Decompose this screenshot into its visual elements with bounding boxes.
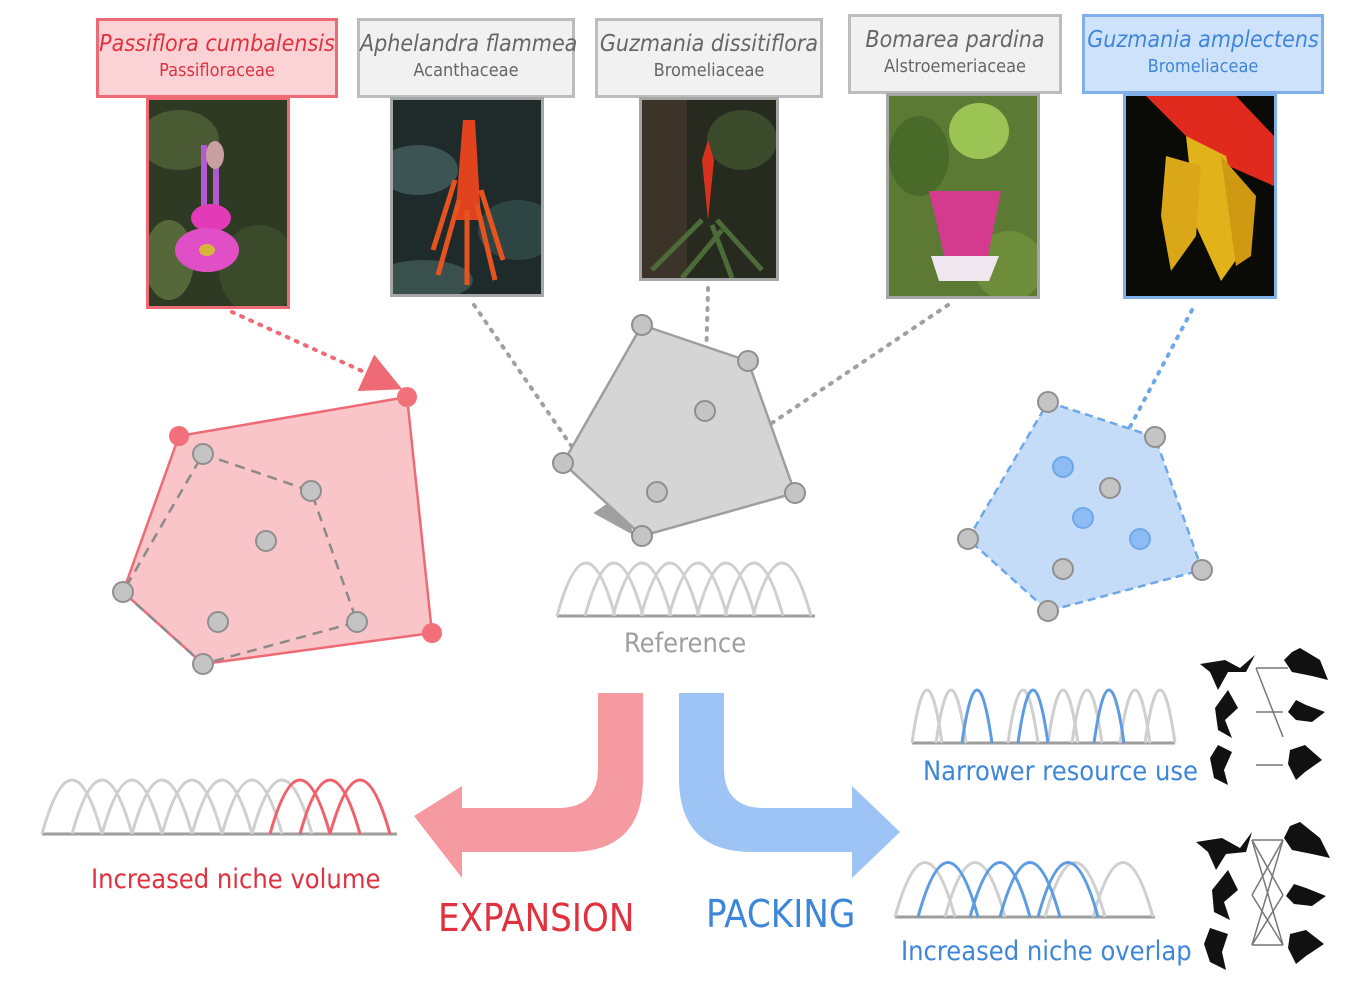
species-name: Aphelandra flammea (360, 31, 578, 57)
flower-photo-passiflora (146, 97, 290, 309)
species-family: Acanthaceae (413, 60, 519, 81)
species-family: Alstroemeriaceae (883, 56, 1027, 77)
packing-arrow (679, 693, 900, 878)
packing-niche-hull (957, 391, 1213, 622)
species-card-passiflora: Passiflora cumbalensis Passifloraceae (96, 18, 338, 98)
packing-label: PACKING (706, 892, 856, 936)
species-name: Passiflora cumbalensis (99, 31, 335, 57)
overlap-curves (893, 861, 1155, 919)
species-card-aphelandra: Aphelandra flammea Acanthaceae (357, 18, 578, 98)
connector-passiflora (230, 310, 403, 391)
species-card-bomarea: Bomarea pardina Alstroemeriaceae (848, 14, 1062, 94)
narrower-use-label: Narrower resource use (923, 756, 1198, 787)
hummingbird-silhouette-icon (1196, 822, 1330, 970)
hummingbird-network-overlap (1196, 822, 1330, 970)
expansion-arrow (414, 693, 643, 878)
expansion-niche-hull (112, 387, 442, 675)
species-family: Bromeliaceae (653, 60, 765, 81)
hummingbird-network-narrow (1200, 648, 1328, 785)
expansion-label: EXPANSION (438, 896, 635, 940)
flower-photo-guzmania-dissitiflora (639, 97, 779, 281)
reference-label: Reference (624, 628, 747, 659)
reference-curves (555, 561, 815, 618)
species-card-guzmania-dissitiflora: Guzmania dissitiflora Bromeliaceae (595, 18, 823, 98)
hummingbird-silhouette-icon (1200, 648, 1328, 785)
expansion-curves (40, 778, 397, 836)
species-family: Bromeliaceae (1147, 56, 1259, 77)
reference-niche-hull (552, 314, 806, 547)
species-name: Guzmania dissitiflora (599, 31, 819, 57)
flower-photo-bomarea (886, 93, 1040, 299)
species-family: Passifloraceae (159, 60, 275, 81)
species-name: Bomarea pardina (865, 27, 1045, 53)
flower-photo-guzmania-amplectens (1123, 93, 1277, 299)
connector-guzmania-amplectens (1083, 308, 1194, 516)
species-name: Guzmania amplectens (1087, 27, 1319, 53)
increased-volume-label: Increased niche volume (91, 864, 381, 895)
species-card-guzmania-amplectens: Guzmania amplectens Bromeliaceae (1082, 14, 1324, 94)
narrower-use-curves (910, 688, 1177, 745)
flower-photo-aphelandra (390, 97, 544, 297)
increased-overlap-label: Increased niche overlap (901, 936, 1192, 967)
